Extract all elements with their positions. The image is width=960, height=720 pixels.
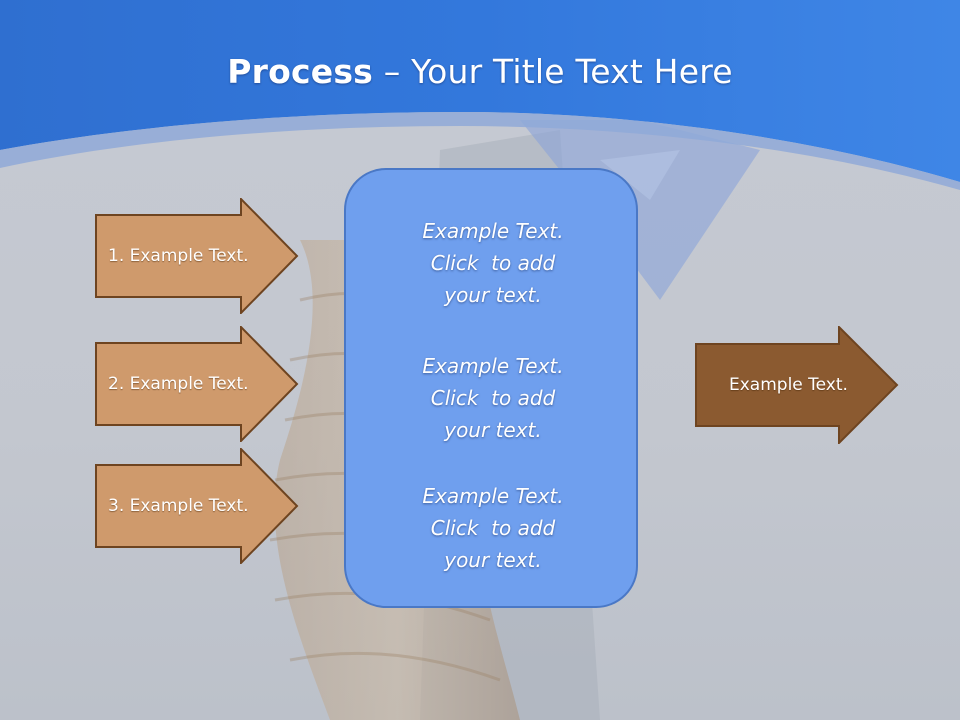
- process-arrow-3[interactable]: 3. Example Text.: [95, 448, 299, 564]
- arrow-shape: [95, 198, 299, 314]
- title-bold: Process: [227, 52, 374, 91]
- center-text-box[interactable]: Example Text. Click to add your text. Exam…: [344, 168, 638, 608]
- collar-shape: [520, 120, 760, 300]
- text-line: Example Text.: [422, 219, 564, 243]
- slide-title: Process – Your Title Text Here: [0, 52, 960, 91]
- arrow-shape: [695, 326, 899, 444]
- header-swoosh: [0, 112, 960, 190]
- arrow-label: 1. Example Text.: [108, 246, 249, 266]
- text-line: Example Text.: [422, 354, 564, 378]
- process-arrow-2[interactable]: 2. Example Text.: [95, 326, 299, 442]
- arrow-label: 2. Example Text.: [108, 374, 249, 394]
- text-block-1: Example Text. Click to add your text.: [346, 215, 640, 311]
- text-line: your text.: [444, 418, 542, 442]
- text-line: Click to add: [430, 251, 556, 275]
- arrow-label: Example Text.: [729, 375, 848, 395]
- header-band: [0, 0, 960, 182]
- title-rest: – Your Title Text Here: [373, 52, 733, 91]
- text-line: your text.: [444, 283, 542, 307]
- process-arrow-1[interactable]: 1. Example Text.: [95, 198, 299, 314]
- arrow-label: 3. Example Text.: [108, 496, 249, 516]
- text-line: Click to add: [430, 386, 556, 410]
- result-arrow[interactable]: Example Text.: [695, 326, 899, 444]
- text-line: your text.: [444, 548, 542, 572]
- collar-highlight: [600, 150, 680, 200]
- arrow-shape: [95, 326, 299, 442]
- text-line: Click to add: [430, 516, 556, 540]
- text-block-2: Example Text. Click to add your text.: [346, 350, 640, 446]
- text-line: Example Text.: [422, 484, 564, 508]
- text-block-3: Example Text. Click to add your text.: [346, 480, 640, 576]
- arrow-shape: [95, 448, 299, 564]
